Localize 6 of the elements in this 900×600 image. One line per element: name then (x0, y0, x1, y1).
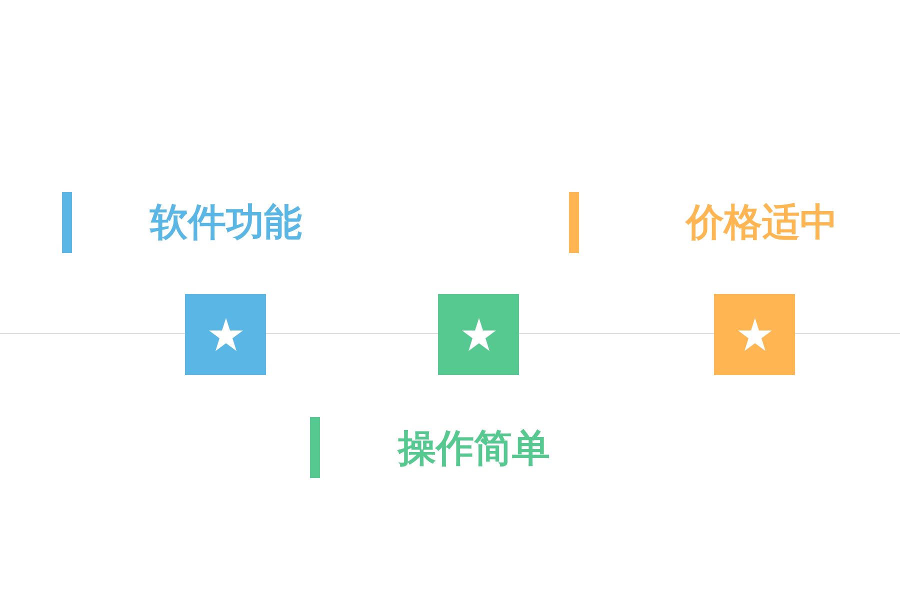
star-tile (714, 294, 795, 375)
star-tile (438, 294, 519, 375)
heading-text: 价格适中 (686, 203, 838, 241)
heading-text: 操作简单 (398, 429, 550, 467)
heading-text: 软件功能 (150, 203, 302, 241)
star-tile (185, 294, 266, 375)
